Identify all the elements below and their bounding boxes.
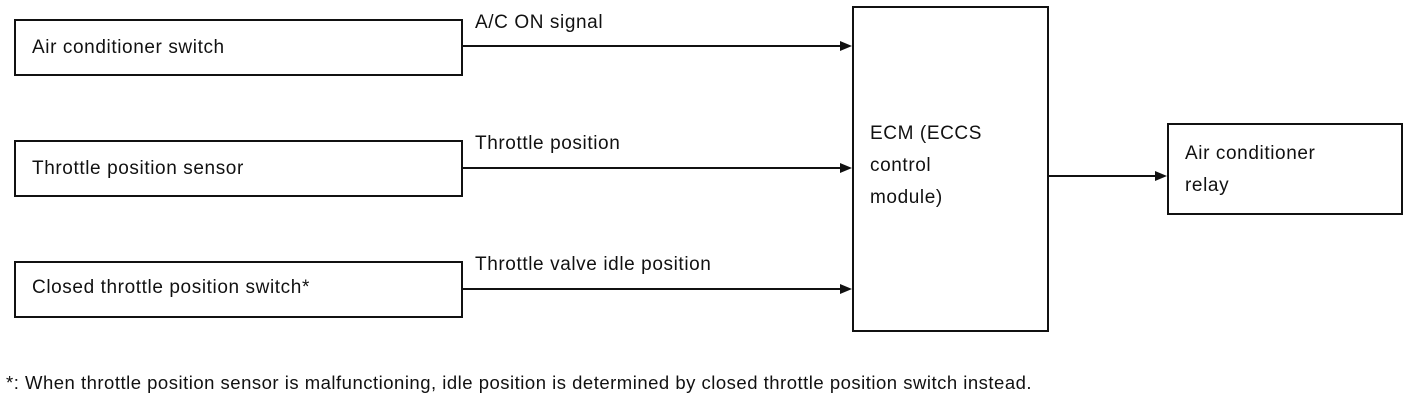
air-conditioner-switch-box: Air conditioner switch [14,19,463,76]
arrowhead-ecm-to-relay [1155,171,1167,181]
throttle-valve-idle-position-signal-label: Throttle valve idle position [475,254,712,275]
ecm-box: ECM (ECCS control module) [852,6,1049,332]
ecm-label: ECM (ECCS control module) [870,118,982,214]
closed-throttle-position-switch-box: Closed throttle position switch* [14,261,463,318]
ecm-label-line3: module) [870,187,943,208]
air-conditioner-relay-label-line1: Air conditioner [1185,143,1316,164]
air-conditioner-switch-label: Air conditioner switch [32,37,225,58]
arrowhead-ac-switch [840,41,852,51]
air-conditioner-relay-box: Air conditioner relay [1167,123,1403,215]
air-conditioner-relay-label-line2: relay [1185,175,1230,196]
ecm-label-line1: ECM (ECCS [870,123,983,144]
throttle-position-sensor-box: Throttle position sensor [14,140,463,197]
arrowhead-closed-throttle-switch [840,284,852,294]
air-conditioner-relay-label: Air conditioner relay [1185,138,1315,202]
footnote: *: When throttle position sensor is malf… [6,372,1033,393]
throttle-position-signal-label: Throttle position [475,133,621,154]
closed-throttle-position-switch-label: Closed throttle position switch* [32,277,310,298]
ac-on-signal-label: A/C ON signal [475,12,604,33]
throttle-position-sensor-label: Throttle position sensor [32,158,244,179]
arrowhead-throttle-sensor [840,163,852,173]
ecm-label-line2: control [870,155,932,176]
